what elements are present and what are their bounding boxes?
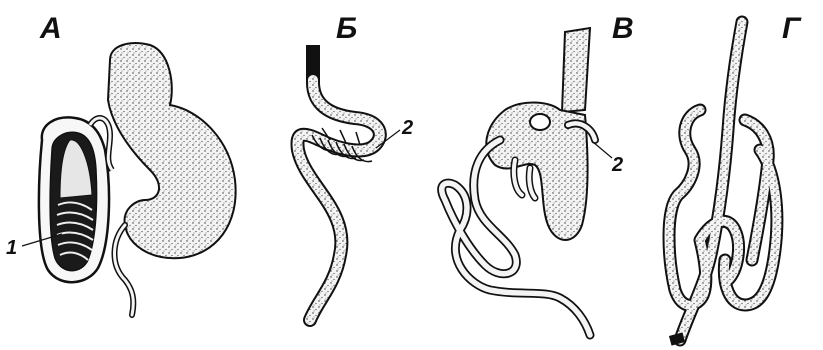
panel-b-letter: Б [336, 14, 357, 44]
panel-b-drawing [297, 45, 400, 320]
panel-b-tube [297, 80, 379, 320]
panel-a-callout-1: 1 [6, 238, 17, 258]
panel-v-drawing [442, 28, 612, 335]
panel-b-callout-2: 2 [402, 118, 413, 138]
panel-g-letter: Г [782, 14, 800, 44]
panel-v-callout-2: 2 [612, 155, 623, 175]
panel-v-leader [593, 142, 612, 158]
panel-v-esophagus [562, 28, 590, 112]
panel-v-letter: В [612, 14, 634, 44]
panel-g-drawing [669, 22, 777, 346]
panel-a-drawing [22, 43, 236, 315]
panel-a-letter: А [40, 14, 62, 44]
